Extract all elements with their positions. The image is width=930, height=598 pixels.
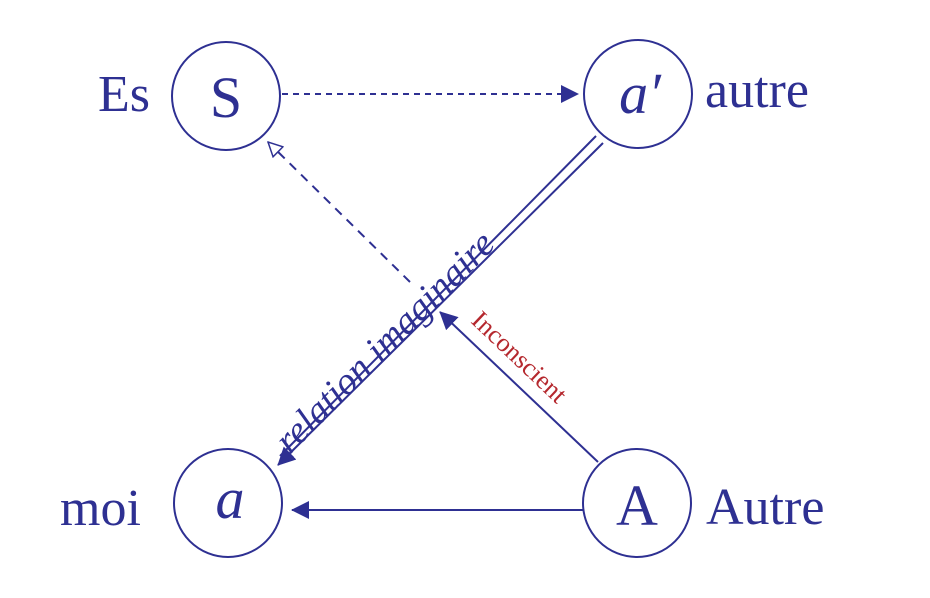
edge-unconscious xyxy=(439,311,599,463)
edge-imaginary-label: relation imaginaire xyxy=(267,223,504,461)
node-a-label: moi xyxy=(60,480,141,537)
node-big-a-letter: A xyxy=(616,473,658,538)
node-s-letter: S xyxy=(210,65,242,130)
node-big-a-circle xyxy=(582,448,692,558)
node-a-prime-circle xyxy=(583,39,693,149)
node-s-circle xyxy=(171,41,281,151)
edge-imaginary-line-1 xyxy=(279,135,597,457)
edge-imaginary-line-2 xyxy=(277,142,604,466)
node-a-prime-letter: a′ xyxy=(619,61,662,126)
node-big-a-label: Autre xyxy=(706,479,824,536)
edge-dashed-to-s xyxy=(268,142,411,283)
node-s-label: Es xyxy=(98,66,150,123)
edge-unconscious-label: Inconscient xyxy=(466,305,573,409)
node-a-letter: a xyxy=(216,466,245,531)
node-a-circle xyxy=(173,448,283,558)
node-a-prime-label: autre xyxy=(705,62,809,119)
